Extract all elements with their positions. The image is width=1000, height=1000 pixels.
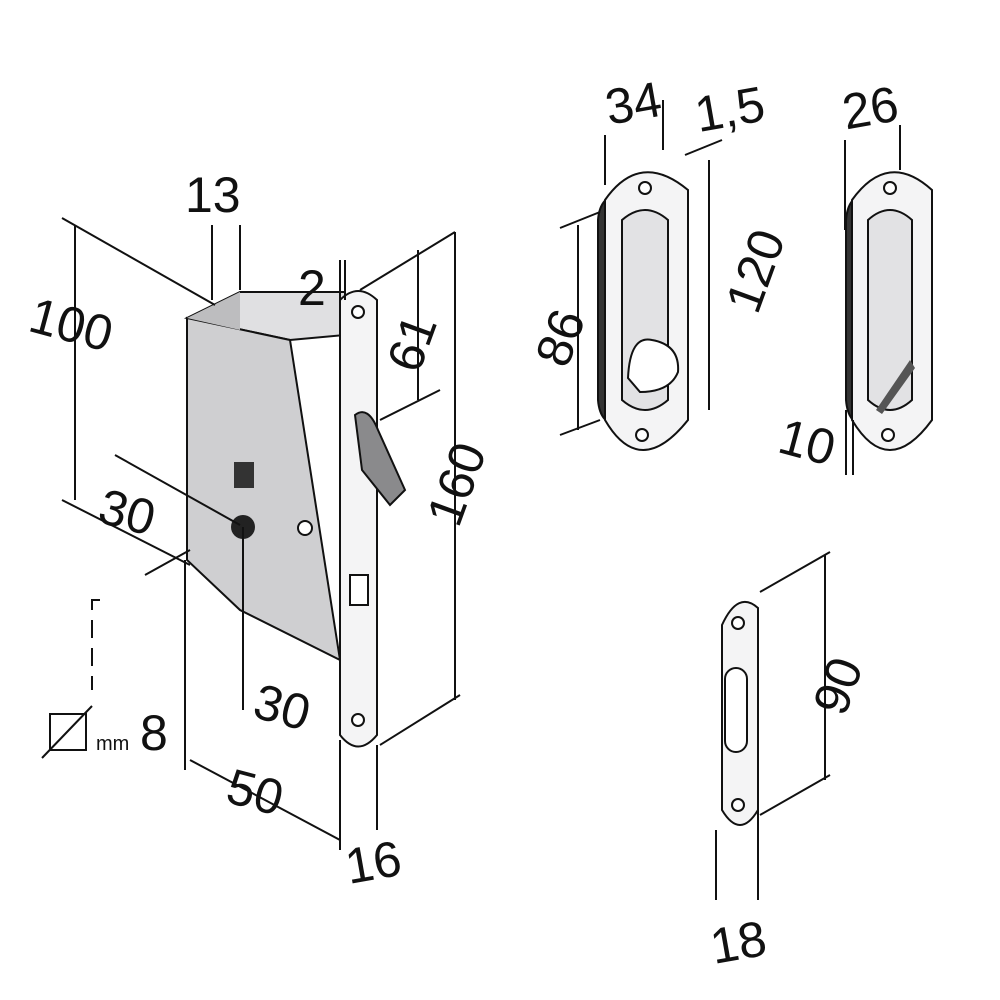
dim-handle-length: 120: [715, 222, 796, 320]
dim-spindle-offset: 30: [248, 673, 316, 741]
faceplate: [339, 290, 407, 748]
dim-latch-offset: 61: [376, 307, 448, 378]
dim-height: 100: [24, 287, 119, 363]
dim-faceplate-height: 160: [416, 435, 497, 533]
dim-backset: 50: [221, 758, 289, 826]
square-spindle-symbol: [41, 705, 93, 759]
dim-faceplate-width: 16: [341, 830, 406, 895]
lock-body: [183, 291, 346, 662]
dim-strike-length: 90: [802, 650, 874, 721]
indicator-slot: [234, 462, 254, 488]
dim-plain-depth: 10: [773, 408, 841, 476]
privacy-turn[interactable]: [626, 338, 680, 394]
handle-plain: [845, 171, 933, 451]
dimension-lines: [61, 217, 461, 850]
strike-plate: [721, 600, 759, 826]
dim-handle-width: 34: [601, 71, 666, 136]
dim-faceplate-thickness: 2: [298, 260, 326, 316]
dim-strike-width: 18: [706, 910, 771, 975]
dim-backset-top: 30: [93, 478, 161, 546]
unit-label: mm: [96, 733, 129, 755]
latch-hook: [353, 411, 407, 507]
dim-square-size: 8: [140, 705, 168, 761]
dim-handle-recess: 86: [525, 302, 597, 373]
dim-thickness: 13: [185, 167, 241, 223]
screw-hole: [297, 520, 313, 536]
dim-plain-width: 26: [838, 76, 903, 141]
handle-with-turn: [597, 171, 689, 451]
dim-handle-depth: 1,5: [691, 76, 769, 143]
